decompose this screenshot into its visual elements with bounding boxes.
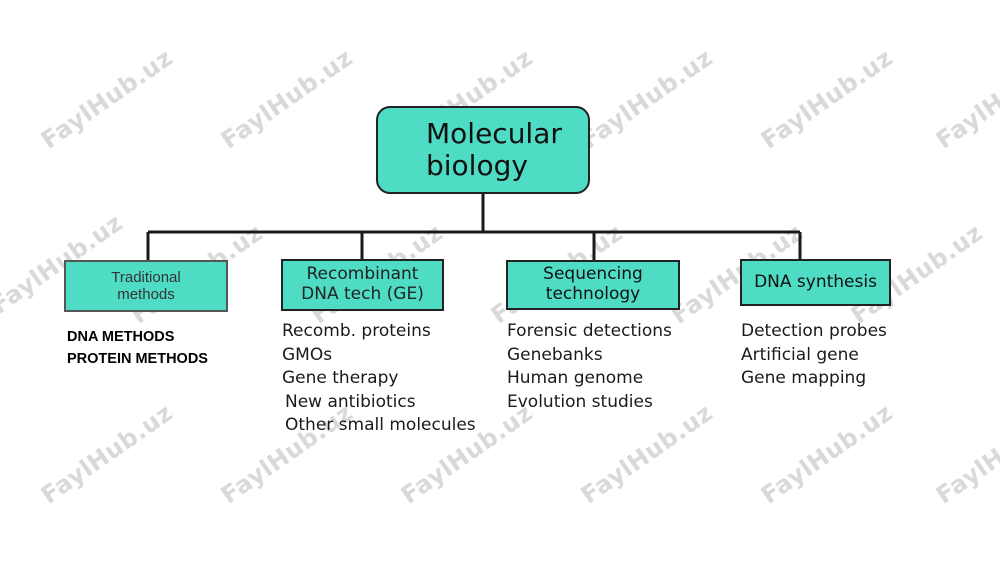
list-sequencing-technology: Forensic detections Genebanks Human geno… [507,320,672,414]
list-item: Recomb. proteins [282,321,431,341]
list-item: GMOs [282,344,333,365]
node-recombinant-dna-tech: Recombinant DNA tech (GE) [281,259,444,311]
node-traditional-methods: Traditional methods [64,260,228,312]
node-label-line1: Traditional [111,268,181,286]
list-item: Gene mapping [741,368,867,388]
node-label-line1: DNA synthesis [754,271,877,292]
list-item: New antibiotics [285,391,416,412]
list-item: Artificial gene [741,344,859,365]
list-recombinant-dna-tech: Recomb. proteins GMOs Gene therapy New a… [282,320,476,438]
list-item: Gene therapy [282,368,399,388]
node-label-line2: technology [545,284,641,304]
node-label-line1: Sequencing [543,264,643,285]
root-node-molecular-biology: Molecular biology [376,106,590,194]
list-traditional-methods: DNA METHODS PROTEIN METHODS [67,326,208,370]
list-item: DNA METHODS [67,329,175,345]
list-item: Human genome [507,368,644,388]
list-item: Genebanks [507,344,603,365]
list-item: Forensic detections [507,321,672,341]
list-dna-synthesis: Detection probes Artificial gene Gene ma… [741,320,887,391]
list-item: Evolution studies [507,391,653,412]
node-label-line2: DNA tech (GE) [301,284,424,304]
node-label-line1: Recombinant [306,264,419,285]
root-node-label: Molecular biology [426,116,562,182]
node-dna-synthesis: DNA synthesis [740,259,891,306]
list-item: Detection probes [741,321,887,341]
list-item: PROTEIN METHODS [67,351,208,367]
node-sequencing-technology: Sequencing technology [506,260,680,310]
list-item: Other small molecules [285,415,476,435]
root-label-line2: biology [426,149,528,182]
node-label-line2: methods [117,286,175,303]
root-label-line1: Molecular [426,116,562,150]
